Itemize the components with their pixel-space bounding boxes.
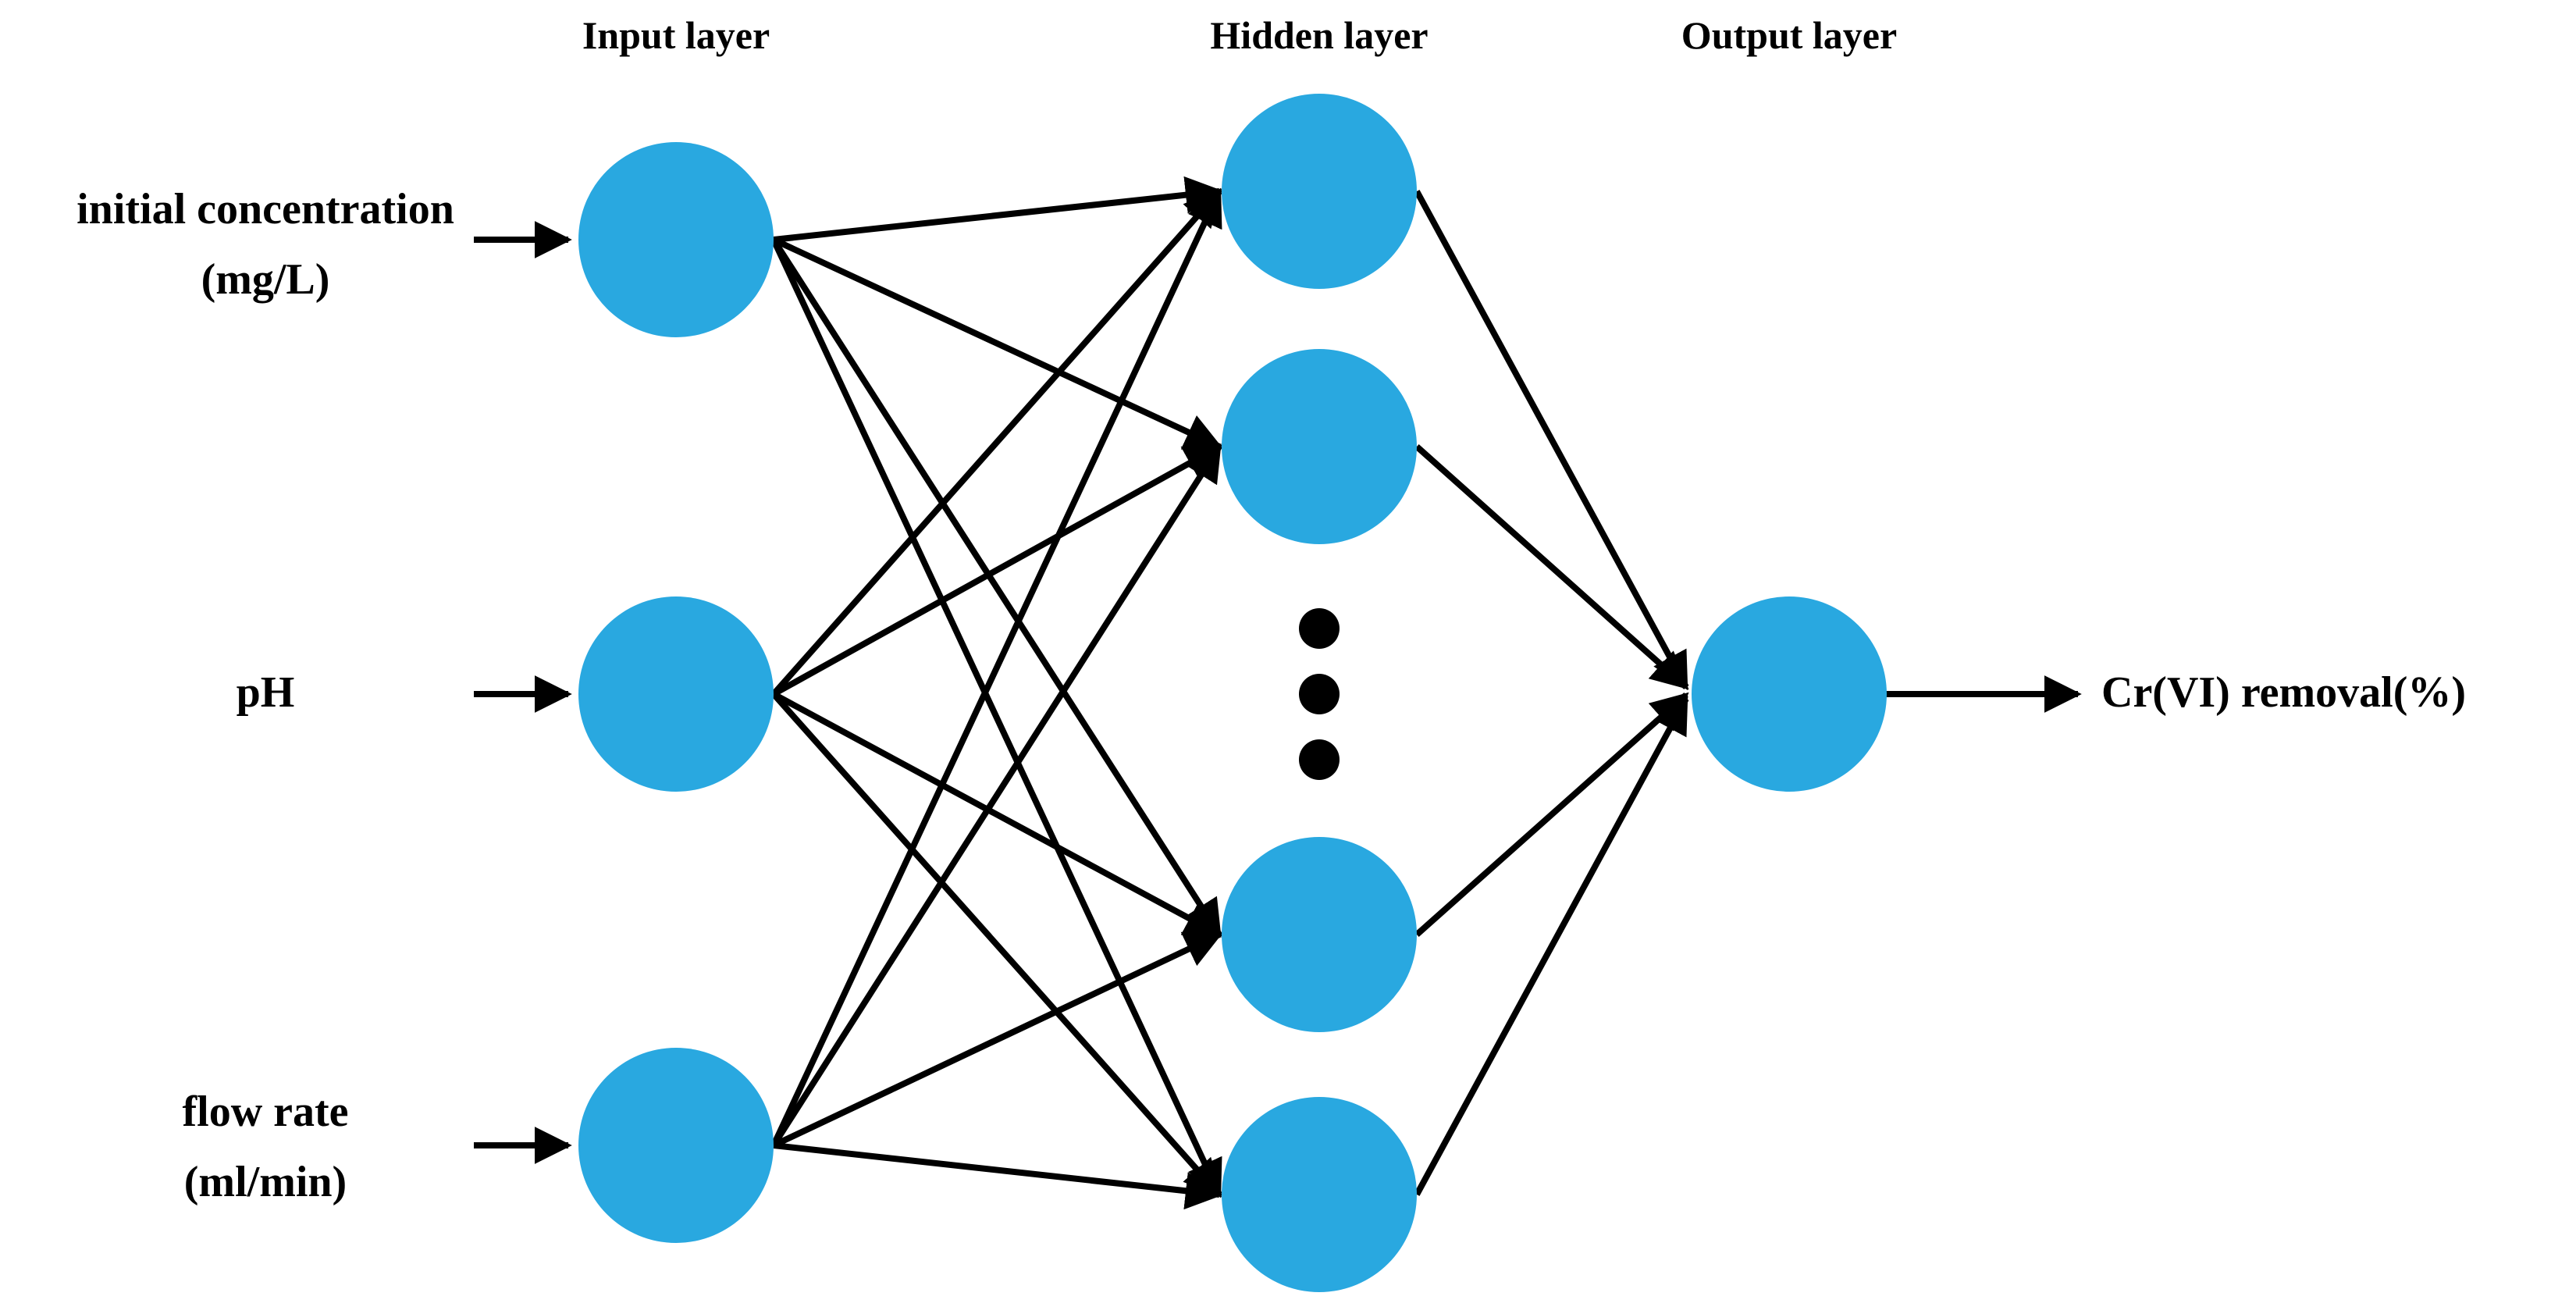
hidden-node-4 <box>1222 1097 1417 1292</box>
input-label-flow-rate: flow rate <box>182 1088 348 1136</box>
edge-h3-o1 <box>1414 692 1689 937</box>
edge-i2-h3 <box>772 691 1223 938</box>
edge-h4-o1 <box>1414 695 1689 1196</box>
edge-i2-h1 <box>771 188 1222 696</box>
input-node-initial-concentration <box>578 142 774 337</box>
edge-i2-h2 <box>772 443 1223 697</box>
output-layer-nodes <box>1692 596 1887 792</box>
edge-i1-h1 <box>773 176 1223 243</box>
ellipsis-dot-3 <box>1299 739 1340 780</box>
input-layer-nodes <box>578 142 774 1243</box>
hidden-node-3 <box>1222 837 1417 1032</box>
edge-i1-h4 <box>770 238 1222 1198</box>
input-hidden-edges <box>770 176 1223 1210</box>
hidden-node-1 <box>1222 94 1417 289</box>
hidden-layer-nodes <box>1222 94 1417 1292</box>
output-node-cr-removal <box>1692 596 1887 792</box>
ellipsis-dot-2 <box>1299 674 1340 714</box>
edge-i2-h4 <box>771 692 1222 1198</box>
hidden-layer-ellipsis <box>1299 608 1340 780</box>
hidden-layer-title: Hidden layer <box>1210 13 1428 57</box>
edge-i3-h4 <box>773 1142 1223 1210</box>
edge-i1-h2 <box>772 237 1223 450</box>
input-node-flow-rate <box>578 1048 774 1243</box>
output-layer-title: Output layer <box>1681 13 1897 57</box>
hidden-node-2 <box>1222 349 1417 544</box>
edge-i3-h3 <box>772 931 1223 1148</box>
ellipsis-dot-1 <box>1299 608 1340 649</box>
input-label-initial-concentration: initial concentration <box>76 185 454 233</box>
input-unit-flow-rate: (ml/min) <box>184 1158 347 1206</box>
edge-i3-h2 <box>770 443 1222 1148</box>
edge-i1-h3 <box>770 237 1222 938</box>
output-label-cr-removal: Cr(VI) removal(%) <box>2101 668 2466 717</box>
hidden-output-edges <box>1414 190 1689 1196</box>
edge-h1-o1 <box>1414 190 1689 691</box>
input-unit-initial-concentration: (mg/L) <box>201 255 330 304</box>
edge-i3-h1 <box>770 187 1222 1147</box>
input-label-ph: pH <box>237 668 295 717</box>
edge-h2-o1 <box>1414 444 1689 690</box>
input-node-ph <box>578 596 774 792</box>
input-layer-title: Input layer <box>582 13 770 57</box>
